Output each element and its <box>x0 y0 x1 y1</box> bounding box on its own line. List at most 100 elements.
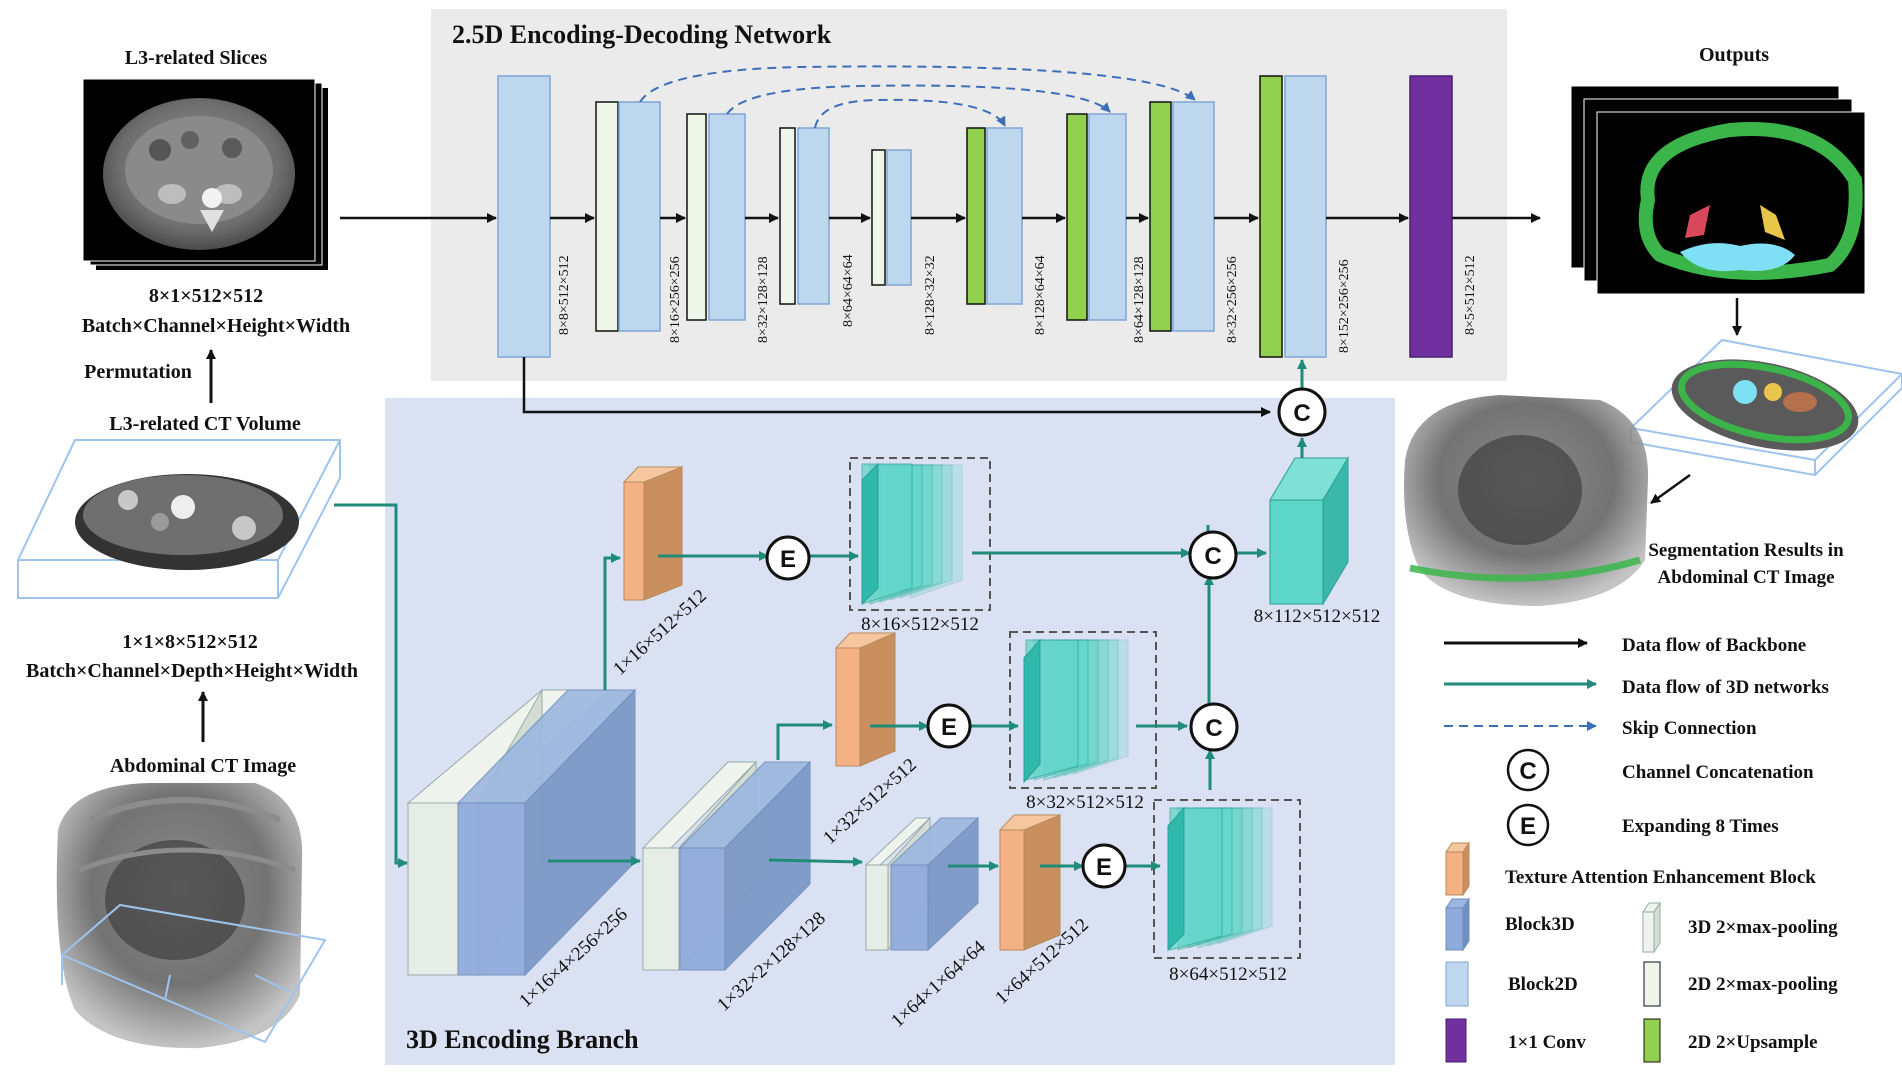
block2d <box>708 113 746 321</box>
svg-text:C: C <box>1204 543 1221 570</box>
block2d <box>1284 75 1327 358</box>
legend-upsample: 2D 2×Upsample <box>1688 1032 1818 1053</box>
concat-block3d <box>1269 456 1349 606</box>
dim-label: 8×152×256×256 <box>1337 259 1352 353</box>
legend-skip: Skip Connection <box>1622 718 1757 739</box>
dim-label: 8×128×64×64 <box>1033 255 1048 335</box>
slices-title: L3-related Slices <box>125 47 268 69</box>
upsample2d <box>1259 75 1283 358</box>
block2d <box>618 101 661 332</box>
flow3d-arrows <box>548 359 1307 871</box>
ct-volume <box>17 439 341 599</box>
block3d-1 <box>406 688 637 977</box>
dim-label: 8×16×512×512 <box>861 614 979 635</box>
image-title: Abdominal CT Image <box>110 755 296 777</box>
block2d <box>886 149 912 286</box>
legend-tae-icon <box>1445 841 1470 897</box>
legend-conv1x1: 1×1 Conv <box>1508 1032 1586 1053</box>
expand-node-1: E <box>765 535 811 581</box>
output-masks <box>1570 85 1866 295</box>
legend-block2d: Block2D <box>1508 974 1578 995</box>
maxpool2d <box>871 149 886 286</box>
legend-flow3d: Data flow of 3D networks <box>1622 677 1829 698</box>
decoder-panel-title: 2.5D Encoding-Decoding Network <box>452 20 832 49</box>
decoder-blocks <box>497 75 1453 358</box>
dim-label: 8×128×32×32 <box>923 255 938 335</box>
volume-title: L3-related CT Volume <box>109 413 301 435</box>
svg-text:E: E <box>780 546 796 573</box>
dim-label: 8×8×512×512 <box>557 255 572 335</box>
expanded-stack-2 <box>1009 631 1157 789</box>
block2d <box>1172 101 1215 332</box>
concat-node-top: C <box>1277 387 1327 437</box>
svg-text:E: E <box>1096 854 1112 881</box>
legend-expand: Expanding 8 Times <box>1622 816 1779 837</box>
dim-label: 8×32×256×256 <box>1225 256 1240 343</box>
backbone-flow <box>340 213 1541 417</box>
legend-maxpool3d: 3D 2×max-pooling <box>1688 917 1838 938</box>
legend-maxpool3d-icon <box>1642 901 1661 954</box>
expand-node-3: E <box>1081 843 1127 889</box>
concat-node-low: C <box>1189 702 1239 752</box>
encoder3d-panel-title: 3D Encoding Branch <box>406 1025 639 1054</box>
legend-upsample-icon <box>1643 1018 1661 1063</box>
maxpool2d <box>686 113 707 321</box>
block2d <box>1088 113 1127 321</box>
outputs-title: Outputs <box>1699 44 1769 66</box>
block3d-2 <box>641 760 812 972</box>
dim-label: 8×64×64×64 <box>841 254 856 327</box>
tae-block-2 <box>834 632 897 767</box>
dim-label: 8×32×512×512 <box>1026 792 1144 813</box>
slices-axes: Batch×Channel×Height×Width <box>82 315 350 337</box>
legend-maxpool2d-icon <box>1643 961 1661 1007</box>
maxpool2d <box>595 101 619 332</box>
operation-nodes: C E C E C E <box>765 387 1327 889</box>
maxpool2d <box>779 127 796 305</box>
dim-label: 8×16×256×256 <box>668 256 683 343</box>
segmentation-3d-slab <box>1628 338 1902 477</box>
dim-label: 8×64×128×128 <box>1132 256 1147 343</box>
expanded-stack-3 <box>1153 799 1301 959</box>
dim-label: 8×112×512×512 <box>1254 606 1380 627</box>
legend-maxpool2d: 2D 2×max-pooling <box>1688 974 1838 995</box>
tae-block-1 <box>622 466 684 601</box>
svg-text:C: C <box>1205 715 1222 742</box>
dim-label: 8×5×512×512 <box>1463 255 1478 335</box>
segmentation-title-line2: Abdominal CT Image <box>1657 567 1834 588</box>
dim-label: 8×32×128×128 <box>756 256 771 343</box>
legend-concat: Channel Concatenation <box>1622 762 1814 783</box>
expand-node-2: E <box>926 703 972 749</box>
decoder-dim-labels: 8×8×512×512 8×16×256×256 8×32×128×128 8×… <box>557 254 1478 353</box>
legend-concat-icon: C <box>1519 758 1536 785</box>
ct-slices-stack <box>82 78 328 270</box>
concat-node-mid: C <box>1188 530 1238 580</box>
expanded-stack-1 <box>849 457 991 611</box>
volume-axes: Batch×Channel×Depth×Height×Width <box>26 660 358 682</box>
skip-connections <box>639 65 1196 129</box>
ct-3d-rendering-left <box>56 783 327 1049</box>
ct-3d-rendering-right <box>1404 395 1649 606</box>
segmentation-title-line1: Segmentation Results in <box>1648 540 1844 561</box>
legend-tae: Texture Attention Enhancement Block <box>1505 867 1816 888</box>
legend-backbone: Data flow of Backbone <box>1622 635 1806 656</box>
legend-block3d-icon <box>1445 897 1470 952</box>
legend-block3d: Block3D <box>1505 914 1575 935</box>
block2d <box>797 127 830 305</box>
upsample2d <box>1066 113 1088 321</box>
legend-conv1x1-icon <box>1445 1018 1467 1063</box>
block2d <box>497 75 551 358</box>
svg-text:C: C <box>1293 400 1310 427</box>
legend-block2d-icon <box>1445 961 1469 1007</box>
svg-text:E: E <box>941 714 957 741</box>
legend: Data flow of Backbone Data flow of 3D ne… <box>1444 635 1838 1063</box>
flow3d-input <box>334 503 408 868</box>
volume-shape: 1×1×8×512×512 <box>122 631 258 653</box>
dim-label: 8×64×512×512 <box>1169 964 1287 985</box>
permutation-label: Permutation <box>84 361 192 383</box>
block2d <box>986 127 1023 305</box>
upsample2d <box>1149 101 1172 332</box>
block3d-3 <box>864 816 980 952</box>
upsample2d <box>966 127 986 305</box>
conv1x1 <box>1409 75 1453 358</box>
